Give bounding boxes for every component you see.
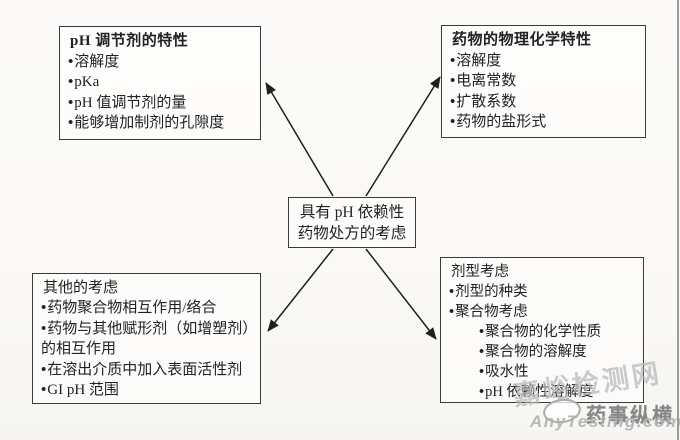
box-center-ph-dependent-formulation: 具有 pH 依赖性 药物处方的考虑 (288, 197, 416, 248)
sub-list-item: 聚合物的化学性质 (449, 322, 635, 342)
right-edge-divider (677, 0, 679, 440)
bullet-list: 溶解度 pKa pH 值调节剂的量 能够增加制剂的孔隙度 (68, 52, 252, 134)
watermark-brand-name: 药事纵横 (586, 405, 674, 427)
sub-list-item: pH 依赖性溶解度 (449, 382, 635, 402)
box-drug-physicochemical-properties: 药物的物理化学特性 溶解度 电离常数 扩散系数 药物的盐形式 (441, 25, 646, 138)
box-title: 药物的物理化学特性 (452, 32, 592, 48)
list-item: 能够增加制剂的孔隙度 (68, 113, 252, 134)
list-item: GI pH 范围 (41, 380, 252, 400)
center-line-2: 药物处方的考虑 (297, 224, 407, 242)
sub-list-item: 吸水性 (449, 362, 635, 382)
arrow-to-bottom-left-box (267, 248, 334, 332)
list-item: 聚合物考虑 (449, 302, 635, 322)
arrow-to-top-left-box (265, 82, 334, 197)
center-line-1: 具有 pH 依赖性 (299, 203, 405, 221)
list-item: pH 值调节剂的量 (68, 93, 252, 114)
arrow-to-top-right-box (365, 76, 441, 197)
list-item: 在溶出介质中加入表面活性剂 (41, 360, 252, 380)
sub-list-item: 聚合物的溶解度 (449, 342, 635, 362)
list-item: pKa (68, 72, 252, 93)
box-title: 其他的考虑 (43, 280, 119, 296)
watermark-site-name-en: AnyTesting.com (530, 412, 680, 431)
list-item: 扩散系数 (450, 92, 637, 113)
bullet-list: 药物聚合物相互作用/络合 药物与其他赋形剂（如增塑剂）的相互作用 在溶出介质中加… (41, 298, 252, 400)
box-title: pH 调节剂的特性 (70, 33, 189, 49)
box-title: 剂型考虑 (451, 264, 509, 280)
list-item: 溶解度 (68, 52, 252, 73)
list-item: 电离常数 (450, 71, 637, 92)
bullet-list: 剂型的种类 聚合物考虑 聚合物的化学性质 聚合物的溶解度 吸水性 pH 依赖性溶… (449, 282, 635, 402)
bullet-list: 溶解度 电离常数 扩散系数 药物的盐形式 (450, 51, 637, 133)
box-dosage-form-considerations: 剂型考虑 剂型的种类 聚合物考虑 聚合物的化学性质 聚合物的溶解度 吸水性 pH… (440, 257, 644, 403)
list-item: 药物的盐形式 (450, 112, 637, 133)
list-item: 药物与其他赋形剂（如增塑剂）的相互作用 (41, 319, 252, 360)
list-item: 溶解度 (450, 51, 637, 72)
box-ph-modifier-properties: pH 调节剂的特性 溶解度 pKa pH 值调节剂的量 能够增加制剂的孔隙度 (59, 26, 261, 140)
list-item: 剂型的种类 (449, 282, 635, 302)
arrow-to-bottom-right-box (365, 248, 437, 340)
list-item: 药物聚合物相互作用/络合 (41, 298, 252, 318)
box-other-considerations: 其他的考虑 药物聚合物相互作用/络合 药物与其他赋形剂（如增塑剂）的相互作用 在… (32, 273, 261, 404)
